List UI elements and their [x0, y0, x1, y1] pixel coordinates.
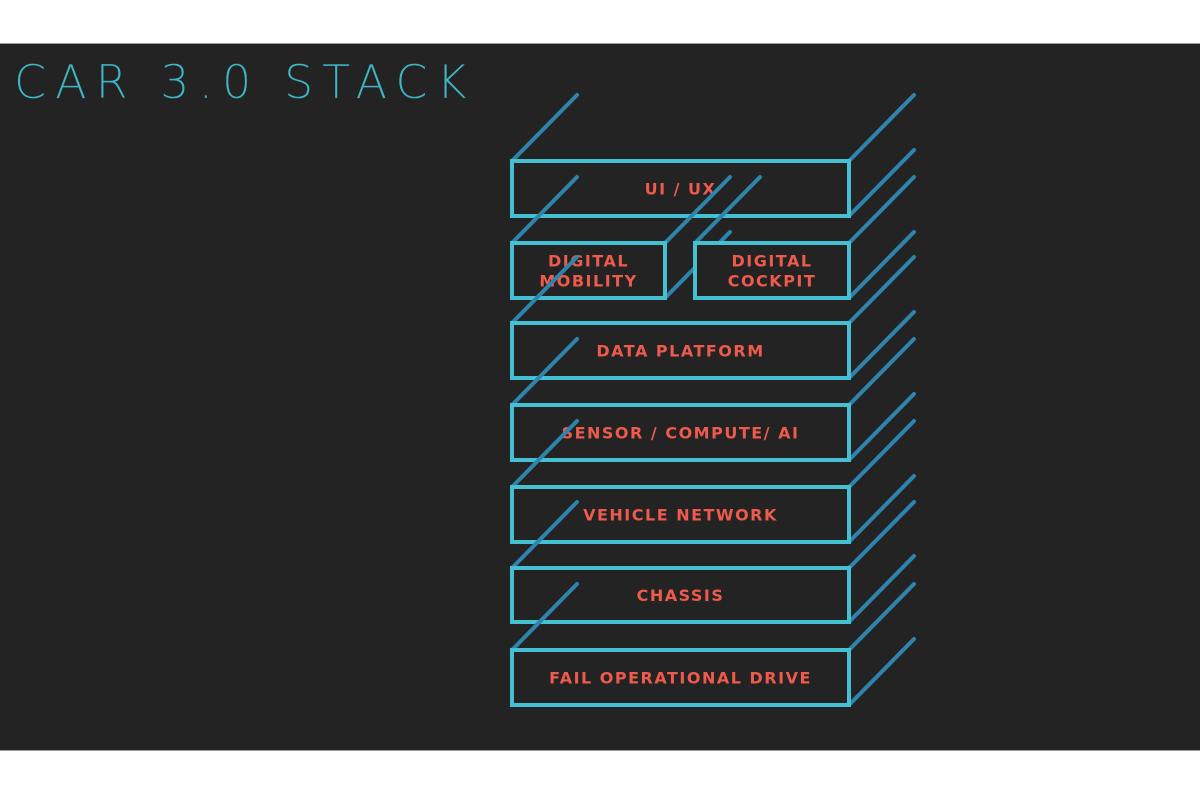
layer-front-face [693, 241, 851, 300]
layer-label: VEHICLE NETWORK [583, 506, 778, 525]
layer-front-face [510, 648, 851, 707]
layer-front-face [510, 241, 667, 300]
depth-edge-top-left [510, 419, 579, 489]
layer-label: DATA PLATFORM [596, 342, 764, 361]
layer-front-face [510, 159, 851, 218]
depth-edge-top-right [847, 419, 916, 489]
layer-label: DIGITAL [548, 252, 629, 271]
depth-edge-top-left [510, 255, 579, 325]
depth-edge-bottom-right [847, 474, 916, 544]
depth-edge-top-right [847, 582, 916, 652]
depth-edge-top-right [847, 337, 916, 407]
depth-edge-bottom-right [847, 392, 916, 462]
layer-label: COCKPIT [728, 272, 817, 291]
layer-vehicle-network: VEHICLE NETWORK [510, 419, 916, 544]
layer-fail-operational-drive: FAIL OPERATIONAL DRIVE [510, 582, 916, 707]
layer-chassis: CHASSIS [510, 500, 916, 624]
layer-label: UI / UX [645, 180, 717, 199]
depth-edge-bottom-right [847, 310, 916, 380]
depth-edge-bottom-right [847, 148, 916, 218]
depth-edge-top-left [510, 500, 579, 570]
depth-edge-top-left [510, 582, 579, 652]
layer-front-face [510, 485, 851, 544]
layer-data-platform: DATA PLATFORM [510, 255, 916, 380]
depth-edge-top-left [693, 175, 762, 245]
depth-edge-top-right [663, 175, 732, 245]
depth-edge-top-left [510, 93, 579, 163]
layer-front-face [510, 321, 851, 380]
layer-ui-ux: UI / UX [510, 93, 916, 218]
layer-label: SENSOR / COMPUTE/ AI [562, 424, 800, 443]
depth-edge-top-left [510, 337, 579, 407]
depth-edge-bottom-right [847, 554, 916, 624]
depth-edge-top-right [847, 255, 916, 325]
layer-label: DIGITAL [731, 252, 812, 271]
depth-edge-bottom-right [847, 637, 916, 707]
depth-edge-top-right [847, 175, 916, 245]
depth-edge-top-left [510, 175, 579, 245]
layer-label: CHASSIS [637, 586, 725, 605]
slide-title: CAR 3.0 STACK [14, 55, 476, 109]
layer-label: FAIL OPERATIONAL DRIVE [549, 669, 812, 688]
depth-edge-top-right [847, 500, 916, 570]
depth-edge-bottom-right [847, 230, 916, 300]
depth-edge-top-right [847, 93, 916, 163]
layer-label: MOBILITY [539, 272, 637, 291]
